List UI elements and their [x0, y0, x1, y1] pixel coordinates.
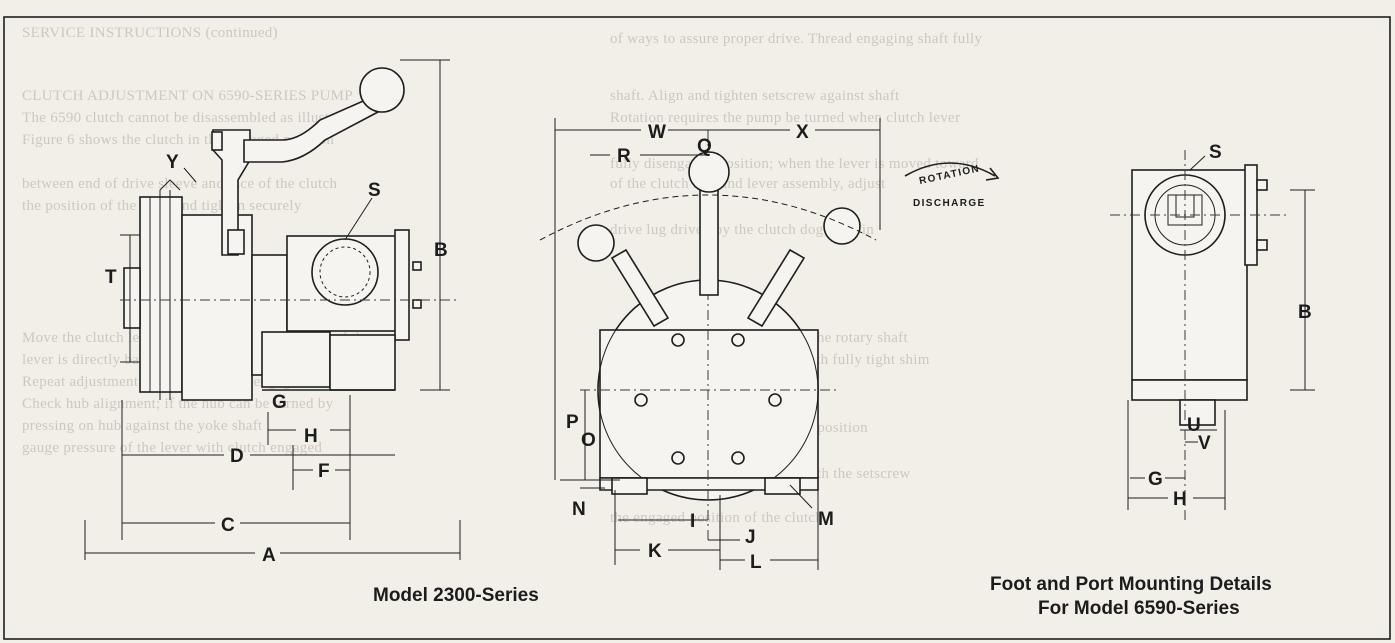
label-D: D — [230, 446, 244, 467]
label-W: W — [648, 122, 666, 143]
bleed-text-line: pressing on hub against the yoke shaft — [22, 418, 263, 434]
bleed-text-line: drive lug driven by the clutch dog, stud… — [610, 222, 875, 238]
lever-knob — [359, 67, 405, 113]
label-F: F — [318, 461, 330, 482]
label-K: K — [648, 541, 662, 562]
label-U: U — [1187, 415, 1201, 436]
label-O: O — [581, 430, 596, 451]
bleed-text-line: SERVICE INSTRUCTIONS (continued) — [22, 25, 278, 41]
label-M: M — [818, 509, 834, 530]
label-R: R — [617, 146, 631, 167]
bleed-text-line: CLUTCH ADJUSTMENT ON 6590-SERIES PUMP — [22, 88, 353, 104]
bleed-text-line: The 6590 clutch cannot be disassembled a… — [22, 110, 361, 126]
label-G-2300: G — [272, 392, 287, 413]
label-L: L — [750, 552, 762, 573]
bleed-text-line: of the clutch hub and lever assembly, ad… — [610, 176, 886, 192]
model-2300-drawing — [84, 59, 461, 560]
caption-model-2300: Model 2300-Series — [373, 585, 539, 606]
label-H-2300: H — [304, 426, 318, 447]
label-V: V — [1198, 433, 1211, 454]
label-N: N — [572, 499, 586, 520]
bleed-text-line: gauge pressure of the lever with clutch … — [22, 440, 323, 456]
label-I: I — [690, 511, 695, 532]
lever-knob-up — [688, 151, 730, 193]
label-C: C — [221, 515, 235, 536]
bleed-text-line: of ways to assure proper drive. Thread e… — [610, 31, 983, 47]
label-Y: Y — [166, 152, 179, 173]
port-2300 — [311, 238, 379, 306]
pulley — [139, 196, 183, 393]
pump-body-6590 — [599, 329, 819, 479]
label-B-6590: B — [1298, 302, 1312, 323]
label-A: A — [262, 545, 276, 566]
label-Q: Q — [697, 136, 712, 157]
label-G-6590: G — [1148, 469, 1163, 490]
label-P: P — [566, 412, 579, 433]
bleed-text-line: Check hub alignment; if the hub can be t… — [22, 396, 334, 412]
model-6590-foot-drawing — [1110, 150, 1315, 520]
clutch-lever — [243, 96, 380, 163]
lever-right — [746, 248, 806, 328]
caption-foot-port-line1: Foot and Port Mounting Details — [990, 574, 1272, 595]
model-6590-main-drawing — [539, 118, 1000, 570]
label-T: T — [105, 267, 117, 288]
lever-vertical — [699, 184, 719, 296]
label-S-6590: S — [1209, 142, 1222, 163]
lever-left — [610, 248, 670, 328]
bleed-text-line: between end of drive sleeve and face of … — [22, 176, 338, 192]
pulley-hub — [123, 267, 141, 329]
bleed-text-line: the engaged position of the clutch — [610, 510, 824, 526]
label-H-6590: H — [1173, 489, 1187, 510]
label-S-2300: S — [368, 180, 381, 201]
caption-foot-port-line2: For Model 6590-Series — [1038, 598, 1240, 619]
bleed-text-line: shaft. Align and tighten setscrew agains… — [610, 88, 900, 104]
label-B-2300: B — [434, 240, 448, 261]
figure-border — [3, 16, 1391, 640]
discharge-label: DISCHARGE — [913, 198, 986, 209]
label-X: X — [796, 122, 809, 143]
bleed-text-line: Rotation requires the pump be turned whe… — [610, 110, 961, 126]
label-J: J — [745, 527, 756, 548]
